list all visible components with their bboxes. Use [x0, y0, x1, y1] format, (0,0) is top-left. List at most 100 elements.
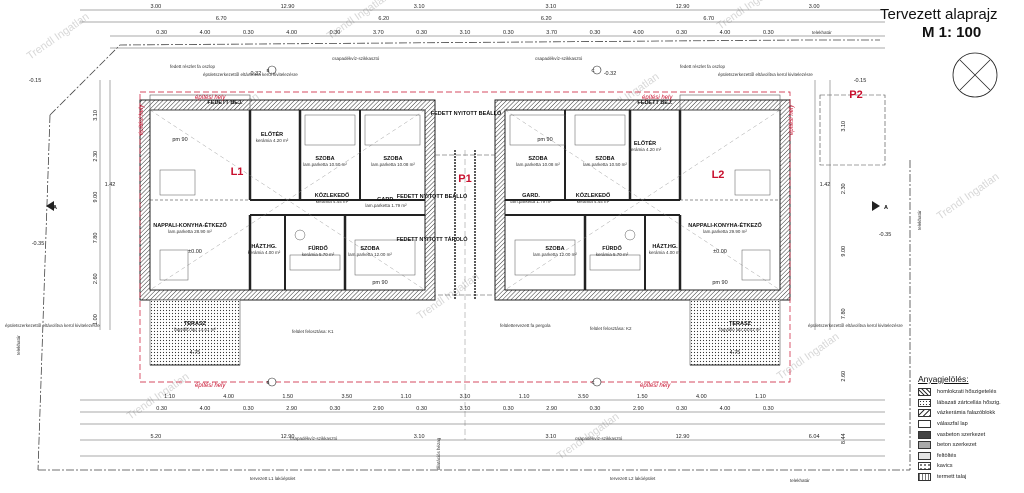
parking-label-p1: P1: [458, 173, 471, 185]
plan-scale: M 1: 100: [922, 24, 982, 41]
level-mark: 4.75: [730, 350, 741, 356]
level-mark: -0.32: [249, 71, 262, 77]
room-label: SZOBA: [383, 156, 402, 162]
unit-label-l2: L2: [712, 169, 725, 181]
dimension-bottom: 3.50: [341, 394, 352, 400]
room-floor-info: kerámia 4.00 m²: [649, 250, 682, 255]
legend-swatch: [918, 473, 931, 482]
annotation-text: felület felosztása: K2: [590, 326, 632, 331]
dimension-top: 3.10: [545, 4, 556, 10]
dimension-top: 0.30: [156, 30, 167, 36]
dimension-top: 4.00: [200, 30, 211, 36]
watermark-text: Trendl Ingatlan: [125, 371, 192, 423]
dimension-top: 0.30: [503, 30, 514, 36]
building-l1: [139, 94, 436, 366]
legend-label: vázkerámia falazóblokk: [937, 410, 996, 417]
building-label-l1: tervezett L1 lakóépület: [250, 476, 296, 481]
room-floor-info: lam.parketta 10.08 m²: [516, 162, 560, 167]
dimension-bottom: 0.30: [243, 406, 254, 412]
building-l2: [494, 94, 791, 366]
room-label: NAPPALI-KONYHA-ÉTKEZŐ: [688, 221, 762, 229]
axis-label-b: B: [266, 380, 269, 385]
building-zone-label: építési hely: [195, 383, 226, 389]
room-label: SZOBA: [545, 246, 564, 252]
dimension-bottom: 1.10: [519, 394, 530, 400]
level-mark: ±0.00: [188, 249, 202, 255]
room-label: GARD.: [377, 197, 395, 203]
legend-label: válaszfal lap: [937, 421, 968, 428]
axis-label-c: C: [591, 380, 595, 385]
level-mark: -0.35: [32, 241, 45, 247]
dimension-top: 3.10: [414, 4, 425, 10]
dimension-top: 0.30: [243, 30, 254, 36]
level-mark: pm 90: [372, 280, 387, 286]
annotation-text: épületszerkezettől eltávolítva kerül kiv…: [718, 72, 813, 77]
room-floor-info: kerámia 5.70 m²: [596, 252, 629, 257]
annotation-text: épületszerkezettől eltávolítva kerül kiv…: [203, 72, 298, 77]
room-label: NAPPALI-KONYHA-ÉTKEZŐ: [153, 221, 227, 229]
annotation-text: csapadékvíz-szikkasztó: [535, 56, 583, 61]
legend-item: beton szerkezet: [918, 440, 1022, 451]
dimension-bottom: 1.50: [637, 394, 648, 400]
annotation-text: FEDETT NYITOTT BEÁLLÓ: [431, 109, 502, 117]
dimension-left: 9.00: [93, 192, 99, 203]
dimension-top: 3.00: [809, 4, 820, 10]
level-mark: pm 90: [537, 137, 552, 143]
room-label: HÁZT.HG.: [251, 243, 277, 250]
dimension-bottom: 4.00: [696, 394, 707, 400]
annotation-text: FEDETT NYITOTT TÁROLÓ: [396, 235, 468, 243]
room-label: FEDETT BEJ.: [207, 100, 243, 106]
plan-title: Tervezett alaprajz: [880, 6, 998, 23]
legend-swatch: [918, 441, 931, 450]
room-label: SZOBA: [595, 156, 614, 162]
plot-boundary-label: telekhatár: [917, 210, 922, 230]
legend-item: válaszfal lap: [918, 419, 1022, 430]
site-boundary: [37, 39, 911, 471]
legend-swatch: [918, 462, 931, 471]
plot-boundary-label: telekhatár: [790, 478, 810, 483]
north-arrow-icon: [952, 52, 998, 98]
dimension-top: 0.30: [416, 30, 427, 36]
dimension-top: 0.30: [763, 30, 774, 36]
watermark-text: Trendl Ingatlan: [935, 171, 1002, 223]
dimension-bottom: 12.90: [676, 434, 690, 440]
room-floor-info: lam.parketta 10.50 m²: [303, 162, 347, 167]
dimension-bottom: 3.10: [460, 394, 471, 400]
room-label: ELŐTÉR: [634, 139, 656, 147]
room-floor-info: kerámia 4.20 m²: [629, 147, 662, 152]
dimension-right: 2.60: [841, 371, 847, 382]
legend-item: homlokzati hőszigetelés: [918, 387, 1022, 398]
dimension-right: 8.44: [841, 433, 847, 444]
annotation-text: felülettervezett fa pergola: [500, 323, 551, 328]
room-floor-info: fagyálló lap 14.61 m²: [719, 327, 761, 332]
building-zone-label: építési hely: [139, 104, 145, 135]
dimension-bottom: 4.00: [720, 406, 731, 412]
room-label: GARD.: [522, 193, 540, 199]
dimension-top: 0.30: [330, 30, 341, 36]
room-label: FÜRDŐ: [602, 245, 622, 252]
room-floor-info: lam.parketta 1.79 m²: [365, 203, 407, 208]
dimension-top: 4.00: [633, 30, 644, 36]
room-floor-info: kerámia 4.44 m²: [316, 199, 349, 204]
legend-item: lábazati zártcellás hőszig.: [918, 398, 1022, 409]
dimension-bottom: 1.10: [164, 394, 175, 400]
dimension-bottom: 0.30: [156, 406, 167, 412]
dimension-top: 6.20: [378, 16, 389, 22]
annotation-text: csapadékvíz-szikkasztó: [290, 436, 338, 441]
legend-swatch: [918, 409, 931, 418]
annotation-text: dilatációs hézag: [436, 437, 441, 470]
dimension-top: 12.90: [676, 4, 690, 10]
dimension-top: 0.30: [590, 30, 601, 36]
room-label: HÁZT.HG.: [652, 243, 678, 250]
plot-boundary-label: telekhatár: [812, 30, 832, 35]
level-mark: ±0.00: [713, 249, 727, 255]
room-label: SZOBA: [315, 156, 334, 162]
dimension-bottom: 1.10: [401, 394, 412, 400]
room-label: TERASZ: [729, 321, 752, 327]
legend-label: lábazati zártcellás hőszig.: [937, 399, 1001, 406]
building-zone-label: építési hely: [195, 95, 226, 101]
annotation-text: felület felosztása: K1: [292, 329, 334, 334]
building-zone-label: építési hely: [640, 383, 671, 389]
